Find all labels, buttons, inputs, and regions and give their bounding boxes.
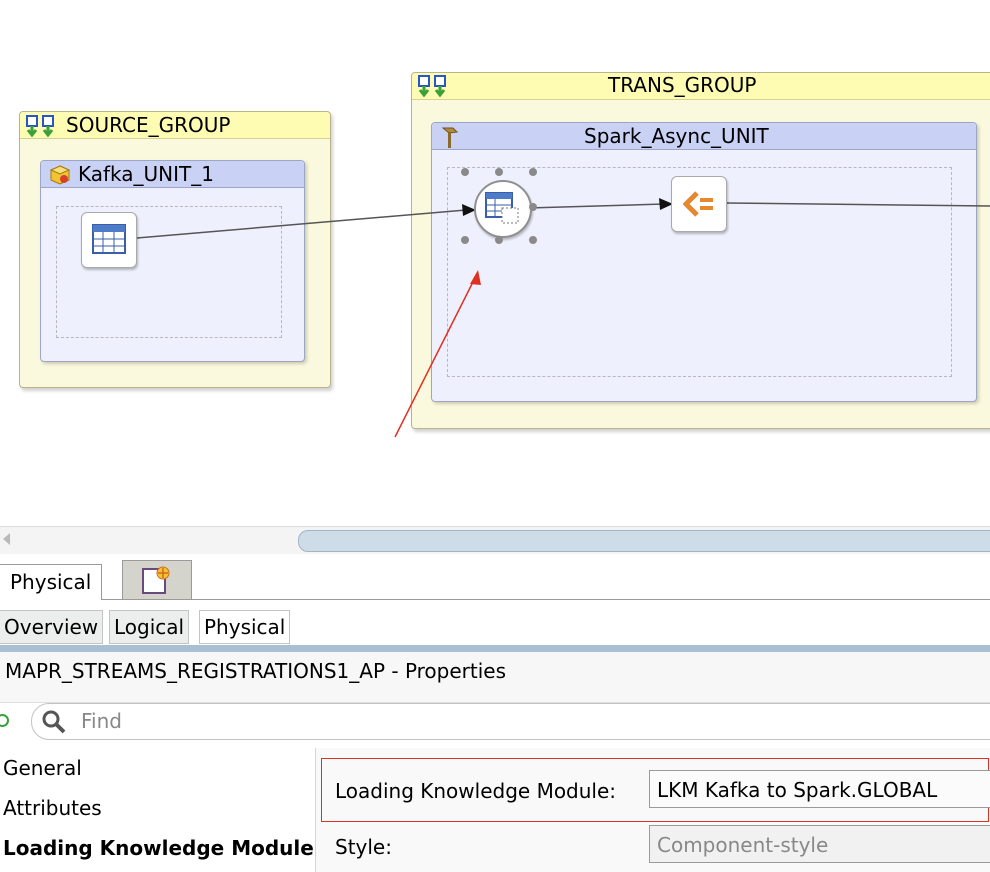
selection-handle[interactable] [495, 168, 503, 176]
source-group[interactable]: SOURCE_GROUP Kafka_UNIT_1 [19, 111, 331, 388]
tab-physical-editor-label: Physical [10, 570, 92, 594]
kafka-unit-title: Kafka_UNIT_1 [78, 162, 214, 186]
connector-lines [136, 198, 990, 438]
nav-attributes[interactable]: Attributes [3, 796, 102, 820]
trans-group-title: TRANS_GROUP [608, 73, 757, 97]
tab-logical[interactable]: Logical [109, 610, 190, 644]
scroll-left-arrow[interactable] [3, 533, 10, 545]
source-group-title: SOURCE_GROUP [66, 113, 231, 137]
source-group-header: SOURCE_GROUP [20, 112, 330, 139]
search-field[interactable]: Find [31, 703, 990, 740]
scrollbar-thumb[interactable] [298, 530, 990, 552]
selection-handle[interactable] [495, 236, 503, 244]
style-select[interactable]: Component-style [649, 825, 990, 863]
properties-title-bar: MAPR_STREAMS_REGISTRATIONS1_AP - Propert… [0, 652, 990, 703]
search-input-placeholder: Find [81, 709, 122, 733]
tab-physical-label: Physical [204, 615, 286, 639]
selection-handle[interactable] [461, 168, 469, 176]
lkm-field-label: Loading Knowledge Module: [335, 779, 617, 803]
expression-component[interactable] [671, 176, 727, 232]
nav-loading-knowledge-module[interactable]: Loading Knowledge Module [3, 836, 314, 860]
properties-title: MAPR_STREAMS_REGISTRATIONS1_AP - Propert… [5, 659, 507, 683]
nav-general[interactable]: General [3, 756, 82, 780]
style-select-value: Component-style [657, 833, 829, 857]
spark-unit-content-area [447, 167, 952, 377]
panel-divider [0, 645, 990, 652]
kafka-unit-content-area [56, 206, 282, 338]
canvas-horizontal-scrollbar[interactable] [0, 526, 990, 554]
tab-new-design[interactable] [122, 560, 192, 600]
table-datastore-icon [485, 192, 519, 228]
lkm-select-value: LKM Kafka to Spark.GLOBAL [657, 778, 938, 802]
tab-overview-label: Overview [4, 615, 99, 639]
selection-handle[interactable] [529, 203, 537, 211]
tab-overview[interactable]: Overview [0, 610, 104, 644]
status-indicator-icon [0, 714, 9, 727]
execution-unit-group-icon [26, 115, 58, 143]
kafka-unit-header: Kafka_UNIT_1 [41, 161, 304, 188]
spark-async-unit-title: Spark_Async_UNIT [584, 124, 769, 148]
spark-async-unit-header: Spark_Async_UNIT [432, 123, 976, 150]
expression-icon [682, 189, 715, 223]
lkm-select[interactable]: LKM Kafka to Spark.GLOBAL [649, 770, 990, 808]
spark-async-unit[interactable]: Spark_Async_UNIT [431, 122, 977, 402]
properties-nav: General Attributes Loading Knowledge Mod… [0, 748, 316, 872]
trans-group-header: TRANS_GROUP [412, 73, 990, 100]
kafka-unit-icon [49, 164, 71, 192]
tab-physical-editor[interactable]: Physical [0, 564, 103, 600]
new-physical-design-icon [141, 565, 173, 599]
tab-physical[interactable]: Physical [199, 610, 291, 644]
kafka-unit[interactable]: Kafka_UNIT_1 [40, 160, 305, 362]
trans-group[interactable]: TRANS_GROUP Spark_Async_UNIT [411, 72, 990, 429]
selection-handle[interactable] [529, 168, 537, 176]
spark-unit-icon [440, 125, 460, 155]
selection-handle[interactable] [461, 236, 469, 244]
style-field-label: Style: [335, 835, 392, 859]
aus-component[interactable] [81, 212, 137, 268]
mapping-canvas[interactable]: SOURCE_GROUP Kafka_UNIT_1 [0, 0, 990, 525]
search-icon [41, 709, 67, 739]
mapr-component[interactable] [474, 180, 532, 238]
selection-handle[interactable] [529, 236, 537, 244]
execution-unit-group-icon [418, 75, 450, 103]
tab-logical-label: Logical [114, 615, 185, 639]
table-icon [92, 224, 126, 258]
